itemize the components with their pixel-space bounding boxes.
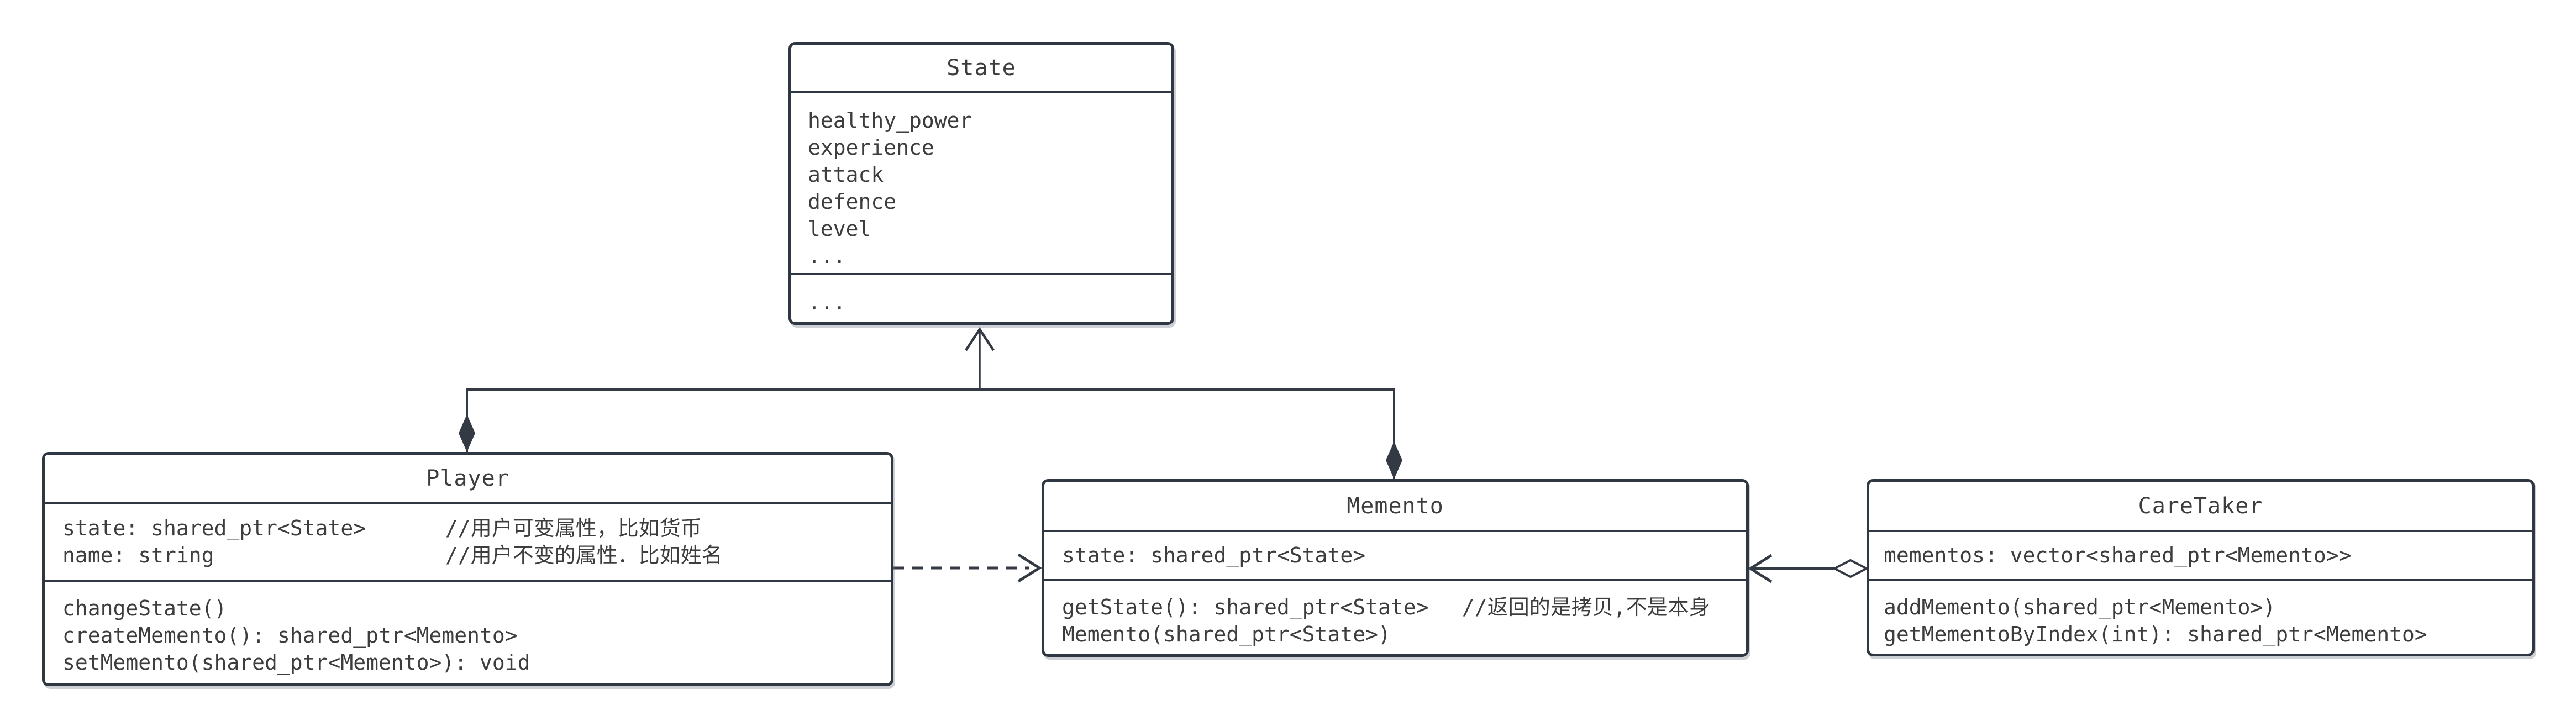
attributes-section: healthy_power experience attack defence … <box>791 91 1171 273</box>
methods-section: changeState() createMemento(): shared_pt… <box>45 580 891 683</box>
attributes-section: mementos: vector<shared_ptr<Memento>> <box>1869 530 2532 579</box>
attribute-row: attack <box>808 162 884 187</box>
method-row: ... <box>808 290 846 314</box>
attribute-comment: //用户不变的属性．比如姓名 <box>445 543 723 567</box>
attribute-code: name: string <box>62 543 214 567</box>
method-row: changeState() <box>62 596 227 620</box>
attribute-row: healthy_power <box>808 108 972 133</box>
aggregation-diamond-icon <box>1832 559 1869 578</box>
attribute-row: defence <box>808 190 897 214</box>
attribute-row: state: shared_ptr<State> <box>1062 543 1366 567</box>
methods-section: ... <box>791 273 1171 322</box>
method-row: Memento(shared_ptr<State>) <box>1062 622 1391 646</box>
attribute-row: ... <box>808 244 846 268</box>
methods-section: getState(): shared_ptr<State> //返回的是拷贝,不… <box>1044 579 1746 654</box>
method-row: getMementoByIndex(int): shared_ptr<Memen… <box>1884 622 2427 646</box>
class-box-player: Player state: shared_ptr<State> //用户可变属性… <box>42 452 893 686</box>
class-title: State <box>947 55 1016 81</box>
class-box-memento: Memento state: shared_ptr<State> getStat… <box>1042 479 1749 657</box>
method-code: getState(): shared_ptr<State> <box>1062 595 1429 619</box>
class-box-caretaker: CareTaker mementos: vector<shared_ptr<Me… <box>1867 479 2535 656</box>
arrowhead-right-icon <box>1017 553 1042 583</box>
method-row: createMemento(): shared_ptr<Memento> <box>62 623 518 648</box>
class-title: Memento <box>1347 493 1444 519</box>
arrowhead-left-icon <box>1748 554 1773 583</box>
arrowhead-up-icon <box>965 327 995 351</box>
attribute-comment: //用户可变属性，比如货币 <box>445 515 702 540</box>
composition-diamond-player-icon <box>459 414 475 452</box>
method-row: getState(): shared_ptr<State> //返回的是拷贝,不… <box>1062 594 1746 621</box>
attribute-code: state: shared_ptr<State> <box>62 515 366 540</box>
method-comment: //返回的是拷贝,不是本身 <box>1462 595 1710 619</box>
attribute-row: state: shared_ptr<State> //用户可变属性，比如货币 <box>62 515 891 542</box>
attribute-row: mementos: vector<shared_ptr<Memento>> <box>1884 543 2352 567</box>
attributes-section: state: shared_ptr<State> <box>1044 530 1746 579</box>
attribute-row: level <box>808 217 871 241</box>
methods-section: addMemento(shared_ptr<Memento>) getMemen… <box>1869 579 2532 654</box>
attribute-row: experience <box>808 135 934 160</box>
class-title: CareTaker <box>2138 493 2263 519</box>
method-row: addMemento(shared_ptr<Memento>) <box>1884 595 2276 619</box>
composition-diamond-memento-icon <box>1386 441 1402 479</box>
attribute-row: name: string //用户不变的属性．比如姓名 <box>62 542 891 569</box>
attributes-section: state: shared_ptr<State> //用户可变属性，比如货币 n… <box>45 502 891 580</box>
class-box-state: State healthy_power experience attack de… <box>788 42 1174 325</box>
class-title: Player <box>426 465 509 491</box>
method-row: setMemento(shared_ptr<Memento>): void <box>62 650 530 675</box>
